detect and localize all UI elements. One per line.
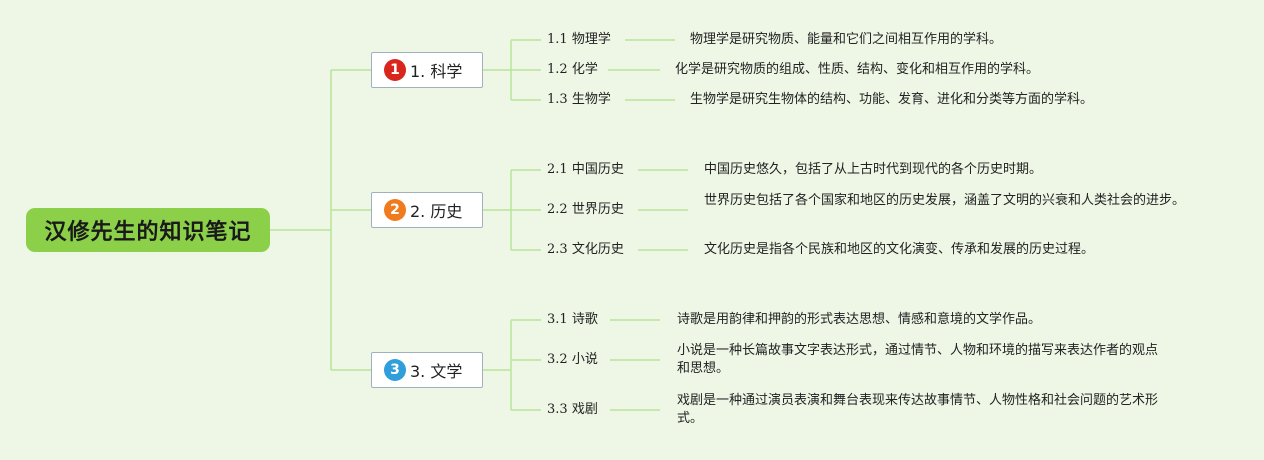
subtopic-novel[interactable]: 3.2 小说 <box>547 352 598 367</box>
desc-chinese-history: 中国历史悠久，包括了从上古时代到现代的各个历史时期。 <box>704 162 1043 177</box>
subtopic-chemistry[interactable]: 1.2 化学 <box>547 62 598 77</box>
root-node[interactable]: 汉修先生的知识笔记 <box>26 208 270 252</box>
priority-2-icon: 2 <box>384 199 406 221</box>
desc-drama: 戏剧是一种通过演员表演和舞台表现来传达故事情节、人物性格和社会问题的艺术形式。 <box>677 393 1159 426</box>
desc-chemistry: 化学是研究物质的组成、性质、结构、变化和相互作用的学科。 <box>675 62 1040 77</box>
subtopic-drama[interactable]: 3.3 戏剧 <box>547 402 598 417</box>
desc-cultural-history: 文化历史是指各个民族和地区的文化演变、传承和发展的历史过程。 <box>704 242 1095 257</box>
desc-biology: 生物学是研究生物体的结构、功能、发育、进化和分类等方面的学科。 <box>690 92 1094 107</box>
priority-3-icon: 3 <box>384 359 406 381</box>
subtopic-poetry[interactable]: 3.1 诗歌 <box>547 312 598 327</box>
desc-physics: 物理学是研究物质、能量和它们之间相互作用的学科。 <box>690 32 1003 47</box>
subtopic-biology[interactable]: 1.3 生物学 <box>547 92 611 107</box>
topic-history[interactable]: 2 2. 历史 <box>371 192 483 228</box>
subtopic-cultural-history[interactable]: 2.3 文化历史 <box>547 242 624 257</box>
subtopic-chinese-history[interactable]: 2.1 中国历史 <box>547 162 624 177</box>
topic-literature[interactable]: 3 3. 文学 <box>371 352 483 388</box>
root-label: 汉修先生的知识笔记 <box>44 220 252 245</box>
priority-1-icon: 1 <box>384 59 406 81</box>
subtopic-world-history[interactable]: 2.2 世界历史 <box>547 202 624 217</box>
desc-world-history: 世界历史包括了各个国家和地区的历史发展，涵盖了文明的兴衰和人类社会的进步。 <box>704 193 1186 208</box>
desc-poetry: 诗歌是用韵律和押韵的形式表达思想、情感和意境的文学作品。 <box>677 312 1042 327</box>
topic-label: 3. 文学 <box>410 362 463 381</box>
topic-science[interactable]: 1 1. 科学 <box>371 52 483 88</box>
topic-label: 2. 历史 <box>410 202 463 221</box>
topic-label: 1. 科学 <box>410 62 463 81</box>
subtopic-physics[interactable]: 1.1 物理学 <box>547 32 611 47</box>
desc-novel: 小说是一种长篇故事文字表达形式，通过情节、人物和环境的描写来表达作者的观点和思想… <box>677 343 1159 376</box>
